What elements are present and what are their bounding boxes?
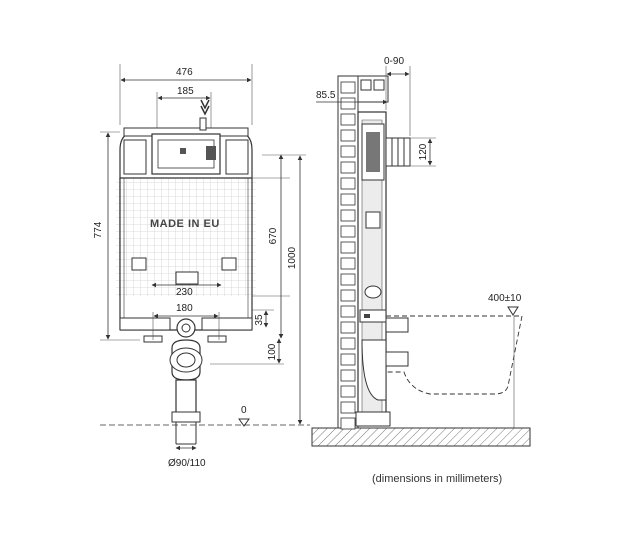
wall-brick	[340, 369, 356, 382]
side-foot-bolt	[364, 314, 370, 318]
cap-brick-2	[373, 79, 385, 91]
dim-185-label: 185	[177, 86, 194, 97]
dim-230-label: 230	[176, 287, 193, 298]
side-foot-upper	[359, 309, 387, 323]
bowl-level-marker	[507, 306, 519, 316]
dim-1000-label: 1000	[287, 246, 298, 269]
made-in-eu-label: MADE IN EU	[150, 218, 220, 230]
dim-100-label: 100	[267, 343, 278, 360]
wall-brick	[340, 305, 356, 318]
wall-brick	[340, 273, 356, 286]
cistern-side-dark	[366, 132, 380, 172]
side-base	[355, 411, 391, 427]
inlet-arrow	[200, 99, 210, 110]
wall-brick	[340, 321, 356, 334]
dim-476-label: 476	[176, 67, 193, 78]
wall-brick	[340, 81, 356, 94]
drain-ring-inner	[176, 352, 196, 368]
valve-block	[206, 146, 216, 160]
wall-brick	[340, 417, 356, 430]
wall-brick	[340, 193, 356, 206]
wall-brick	[340, 385, 356, 398]
wall-brick	[340, 113, 356, 126]
dim-855-label: 85.5	[316, 90, 336, 101]
dim-35-label: 35	[254, 314, 265, 326]
wall-brick	[340, 241, 356, 254]
wall-brick	[340, 209, 356, 222]
wall-brick	[340, 129, 356, 142]
wall-brick	[340, 97, 356, 110]
bracket-side	[365, 211, 381, 229]
drain-pipe	[175, 379, 197, 417]
front-view: MADE IN EU 0 476	[93, 64, 310, 469]
cistern-right-panel	[225, 139, 249, 175]
bracket-right	[221, 257, 237, 271]
side-drain-curve	[361, 339, 387, 401]
dim-774-label: 774	[93, 221, 104, 238]
wall-brick	[340, 337, 356, 350]
wall-brick	[340, 177, 356, 190]
cap-brick-1	[360, 79, 372, 91]
inlet-stub	[199, 117, 207, 131]
bowl-height-label: 400±10	[488, 293, 522, 304]
anchor-right	[207, 335, 227, 343]
bracket-center	[175, 271, 199, 285]
dim-120-label: 120	[418, 143, 429, 160]
wall-brick	[340, 257, 356, 270]
inlet-arrow-2	[200, 105, 210, 116]
drain-collar	[171, 411, 201, 423]
side-view: 0-90 85.5 120 400±10	[311, 56, 531, 447]
wall-brick	[340, 161, 356, 174]
dim-180-label: 180	[176, 303, 193, 314]
floor-slab	[311, 427, 531, 447]
dim-670-label: 670	[268, 227, 279, 244]
side-port	[364, 285, 382, 299]
cistern-left-panel	[123, 139, 147, 175]
wall-brick	[340, 401, 356, 414]
dimensions-footnote: (dimensions in millimeters)	[372, 473, 502, 485]
wall-brick	[340, 145, 356, 158]
toilet-bowl-outline	[386, 315, 523, 395]
outlet-connector-upper	[385, 317, 409, 333]
wall-brick	[340, 353, 356, 366]
wall-bricks	[340, 81, 356, 430]
pipe-diameter-label: Ø90/110	[168, 458, 206, 469]
foot-left	[119, 317, 171, 331]
outlet-fitting-inner	[181, 323, 191, 333]
floor-level-marker	[238, 418, 250, 427]
wall-brick	[340, 289, 356, 302]
outlet-connector-lower	[385, 351, 409, 367]
foot-right	[201, 317, 253, 331]
wall-brick	[340, 225, 356, 238]
bracket-left	[131, 257, 147, 271]
dim-090-label: 0-90	[384, 56, 404, 67]
valve-small	[180, 148, 186, 154]
zero-level-label: 0	[241, 405, 247, 416]
